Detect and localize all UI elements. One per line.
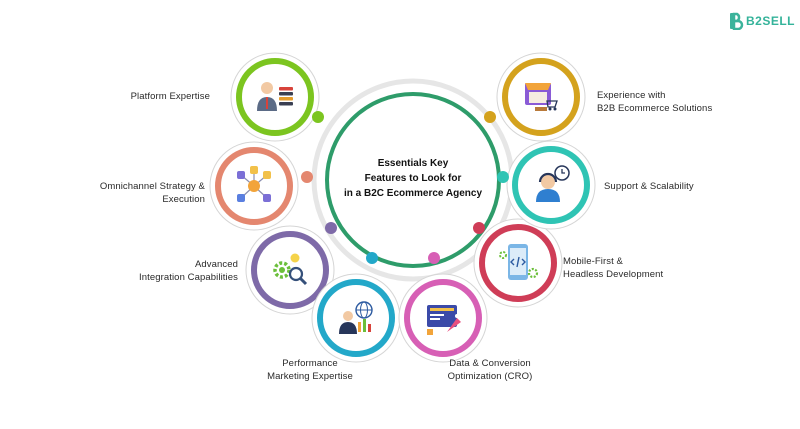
connector-dot-omnichannel: [301, 171, 313, 183]
feature-label-performance-marketing: Performance Marketing Expertise: [267, 358, 353, 382]
connector-dot-platform-expertise: [312, 111, 324, 123]
feature-node-integration: [245, 225, 335, 315]
connector-dot-performance-marketing: [366, 252, 378, 264]
analytics-rocket-icon: [427, 305, 461, 335]
network-hub-icon: [237, 166, 271, 202]
connector-dot-support-scalability: [497, 171, 509, 183]
connector-dot-data-conversion: [428, 252, 440, 264]
online-store-icon: [525, 83, 558, 111]
feature-node-mobile-first: [473, 218, 563, 308]
support-agent-icon: [536, 165, 570, 202]
brand-name: B2SELL: [746, 14, 796, 28]
feature-node-platform-expertise: [230, 52, 320, 142]
connector-dot-b2b-experience: [484, 111, 496, 123]
gears-magnifier-icon: [273, 253, 308, 286]
analyst-globe-icon: [339, 301, 373, 334]
mobile-code-icon: [499, 244, 539, 280]
feature-label-platform-expertise: Platform Expertise: [130, 91, 210, 102]
connector-dot-mobile-first: [473, 222, 485, 234]
feature-label-data-conversion: Data & Conversion Optimization (CRO): [447, 358, 533, 382]
feature-node-performance-marketing: [311, 273, 401, 363]
feature-label-support-scalability: Support & Scalability: [604, 181, 694, 192]
center-title-line: in a B2C Ecommerce Agency: [344, 188, 482, 199]
feature-color-ring: [236, 58, 314, 136]
feature-node-support-scalability: [506, 140, 596, 230]
feature-label-mobile-first: Mobile-First & Headless Development: [563, 256, 664, 280]
connector-dot-integration: [325, 222, 337, 234]
feature-node-data-conversion: [398, 273, 488, 363]
feature-node-b2b-experience: [496, 52, 586, 142]
feature-label-integration: Advanced Integration Capabilities: [138, 259, 238, 283]
feature-color-ring: [317, 279, 395, 357]
feature-label-b2b-experience: Experience with B2B Ecommerce Solutions: [597, 90, 713, 114]
feature-node-omnichannel: [209, 141, 299, 231]
brand-mark-icon: [730, 12, 744, 30]
center-title-line: Essentials Key: [378, 158, 449, 169]
center-title-line: Features to Look for: [365, 173, 462, 184]
brand-logo: B2SELL: [728, 12, 795, 30]
feature-label-omnichannel: Omnichannel Strategy & Execution: [99, 181, 205, 205]
presenter-with-books-icon: [257, 82, 293, 111]
